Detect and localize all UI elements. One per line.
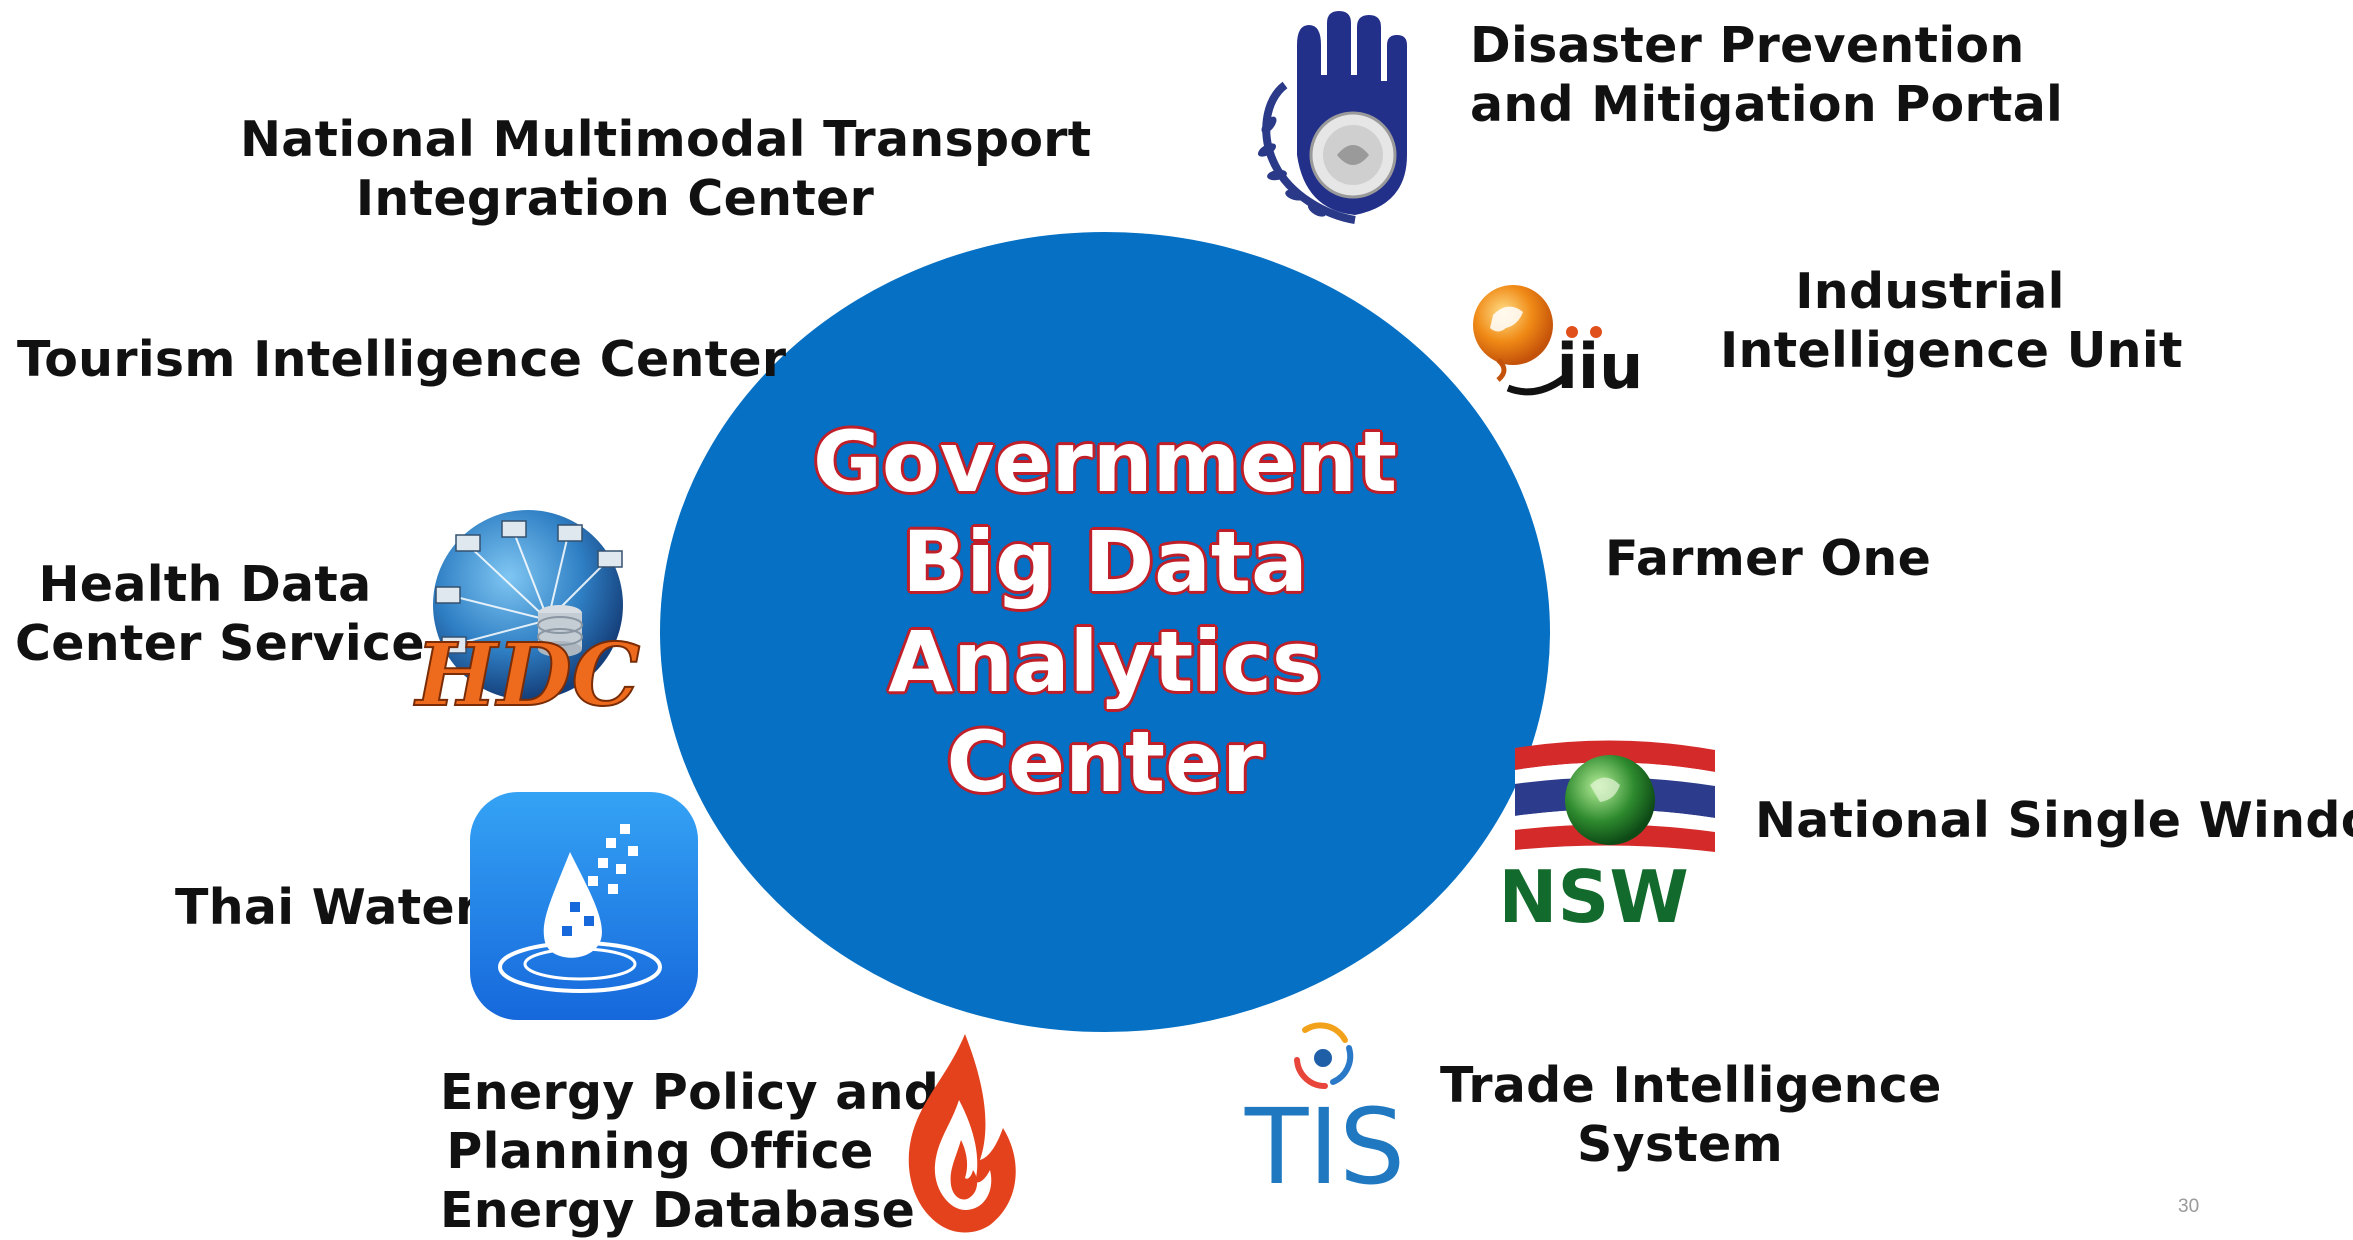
node-label-line: Energy Database (440, 1182, 916, 1239)
node-label-line: Center Service (15, 615, 425, 672)
nsw-logo-text: NSW (1505, 855, 1689, 930)
node-label-line: Thai Water (175, 879, 480, 936)
node-label-line: Energy Policy and (440, 1064, 940, 1121)
tis-swirl-icon: TIS (1244, 1022, 1405, 1190)
page-number: 30 (2178, 1196, 2200, 1217)
hub-title-line: Government (812, 413, 1398, 511)
node-energy-label: Energy Policy and Planning Office Energy… (440, 1063, 940, 1240)
node-health-label: Health Data Center Service (15, 555, 425, 673)
node-label-line: National Single Window (1755, 792, 2353, 849)
node-water-label: Thai Water (175, 878, 479, 937)
hub-title: Government Big Data Analytics Center (660, 412, 1550, 812)
tis-logo: TIS (1225, 1000, 1430, 1190)
node-tourism-label: Tourism Intelligence Center (17, 330, 786, 389)
iiu-logo-text: iiu (1557, 330, 1644, 400)
node-label-line: Industrial (1795, 263, 2065, 320)
node-label-line: Integration Center (355, 170, 875, 227)
node-label-line: Planning Office (446, 1123, 874, 1180)
node-label-line: Tourism Intelligence Center (17, 331, 787, 388)
thai-water-app-icon (470, 792, 698, 1020)
hand-seal-logo (1245, 5, 1445, 230)
iiu-logo: iiu (1468, 280, 1683, 400)
node-disaster-label: Disaster Prevention and Mitigation Porta… (1470, 16, 2064, 134)
hdc-logo-text: HDC (413, 625, 640, 720)
node-transport-label: National Multimodal Transport Integratio… (240, 110, 1092, 228)
iiu-globe-icon: iiu (1473, 285, 1644, 400)
hdc-globe-icon: HDC (412, 510, 641, 720)
node-label-line: Health Data (38, 556, 372, 613)
node-label-line: System (1577, 1116, 1783, 1173)
flame-logo (895, 1030, 1025, 1235)
node-label-line: Disaster Prevention (1470, 17, 2025, 74)
tis-logo-text: TIS (1244, 1086, 1405, 1190)
node-label-line: Intelligence Unit (1720, 322, 2183, 379)
node-label-line: Trade Intelligence (1440, 1057, 1942, 1114)
node-label-line: Farmer One (1605, 530, 1932, 587)
flame-icon (908, 1034, 1016, 1233)
node-industrial-label: Industrial Intelligence Unit (1720, 262, 2183, 380)
nsw-flag-globe-icon: NSW (1505, 740, 1715, 930)
water-drop-icon (470, 792, 698, 1020)
hub-title-line: Center (946, 713, 1264, 811)
nsw-logo: NSW (1505, 740, 1720, 930)
node-label-line: and Mitigation Portal (1470, 76, 2064, 133)
node-nsw-label: National Single Window (1755, 791, 2353, 850)
hdc-logo: HDC (408, 505, 648, 720)
node-trade-label: Trade Intelligence System (1440, 1056, 1942, 1174)
node-label-line: National Multimodal Transport (240, 111, 1092, 168)
hub-title-line: Big Data (902, 513, 1308, 611)
hub-circle (660, 232, 1550, 1032)
hub-title-line: Analytics (888, 613, 1322, 711)
hand-seal-icon (1257, 11, 1407, 224)
node-farmer-label: Farmer One (1605, 529, 1931, 588)
